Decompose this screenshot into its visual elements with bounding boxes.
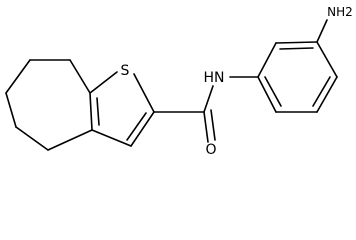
sulfur-label: S: [121, 63, 130, 79]
bond-c2-c3: [130, 111, 155, 147]
bond-c3-c4: [316, 41, 338, 78]
thiophene-ring: [89, 71, 155, 147]
bond-c7a-c8: [69, 59, 91, 94]
cycloheptane-ring: [5, 59, 93, 151]
bond-c5-c4: [15, 126, 49, 151]
carbonyl-oxygen-label: O: [205, 142, 216, 155]
bond-c6-c5: [5, 92, 17, 128]
bond-c2-c3-double: [279, 47, 314, 50]
bond-c7a-s: [89, 71, 118, 94]
bond-c4-c5: [316, 76, 338, 113]
bond-c2-c3: [275, 41, 318, 44]
bond-c1-c2: [257, 42, 277, 78]
amine-label: NH2: [327, 5, 353, 19]
benzene-ring: [229, 19, 338, 113]
bond-carbonyl-nitrogen: [203, 85, 214, 113]
bond-c2-c3-double: [126, 112, 147, 141]
bond-c3-amine: [316, 19, 328, 43]
bond-carbonyl-oxygen: [203, 111, 209, 143]
bond-carbonyl-oxygen-double: [210, 109, 216, 141]
bond-c3a-c7a: [89, 92, 93, 131]
atom-labels: S HN O NH2: [121, 5, 353, 155]
bond-c7-c6: [5, 59, 31, 94]
bond-s-c2: [133, 73, 155, 113]
bond-c3-c3a: [91, 129, 132, 147]
chemical-structure-diagram: S HN O NH2: [5, 5, 353, 155]
amide-nitrogen-label: HN: [204, 70, 225, 86]
bond-c6-c1: [257, 76, 277, 113]
amide-group: [153, 85, 216, 143]
bond-c3a-c7a-double: [96, 97, 100, 126]
bond-c4-c5-double: [312, 76, 331, 107]
bond-c4-c3a: [47, 129, 93, 151]
bond-c6-c1-double: [264, 76, 282, 107]
